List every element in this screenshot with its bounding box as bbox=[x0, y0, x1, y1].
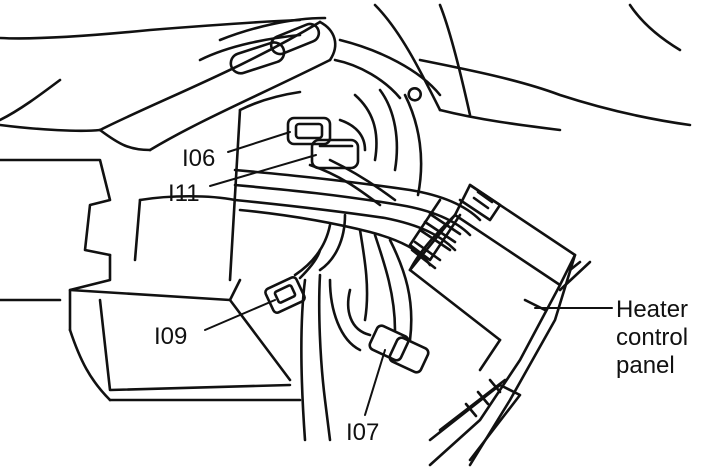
heater-control-panel bbox=[408, 183, 592, 467]
leader-i07 bbox=[364, 349, 386, 416]
lower-trim-panel bbox=[0, 90, 302, 402]
callout-i07: I07 bbox=[346, 419, 380, 446]
heater-label-line2: control bbox=[616, 324, 689, 352]
dashboard-outline bbox=[0, 3, 692, 132]
callout-heater-control-panel: Heater control panel bbox=[616, 296, 688, 380]
callout-i06: I06 bbox=[182, 145, 216, 172]
wiring-harness bbox=[233, 158, 482, 342]
callout-i11: I11 bbox=[168, 180, 200, 207]
upper-connectors bbox=[286, 87, 423, 197]
leader-i06 bbox=[227, 131, 291, 153]
callout-leaders bbox=[204, 131, 613, 416]
steering-column bbox=[98, 16, 442, 152]
heater-label-line3: panel bbox=[616, 352, 675, 380]
callout-i09: I09 bbox=[154, 323, 188, 350]
leader-i11 bbox=[209, 154, 317, 187]
leader-i09 bbox=[204, 299, 276, 331]
heater-label-line1: Heater bbox=[616, 296, 689, 323]
